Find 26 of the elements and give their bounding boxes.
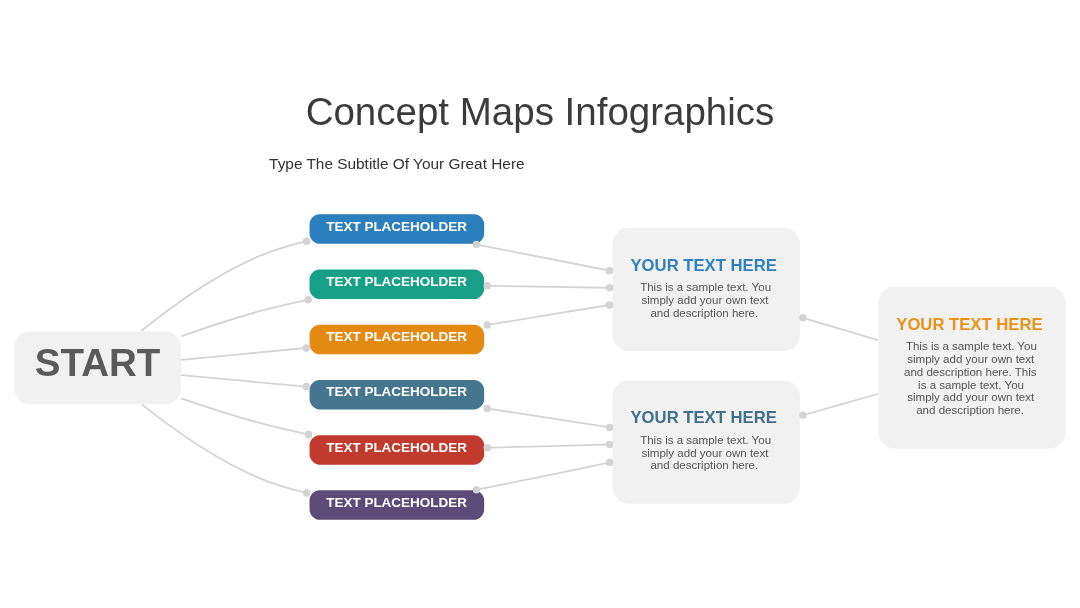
connector	[483, 404, 614, 431]
connector	[483, 300, 614, 329]
connector	[140, 237, 311, 332]
connector	[799, 313, 879, 341]
node-box: TEXT PLACEHOLDER	[309, 213, 485, 244]
connector	[180, 343, 310, 361]
connector	[180, 295, 312, 337]
connector	[472, 458, 614, 493]
label: Type The Subtitle Of Your Great Here	[269, 154, 525, 172]
node-box: TEXT PLACEHOLDER	[309, 379, 485, 409]
node-box: TEXT PLACEHOLDER	[309, 269, 485, 299]
node-box: YOUR TEXT HERE This is a sample text. You simply add your own text and description here.	[612, 380, 800, 504]
connector	[180, 397, 313, 438]
connector	[140, 403, 311, 497]
node-box: YOUR TEXT HERE This is a sample text. You simply add your own text and description here.	[612, 227, 800, 351]
node-box: YOUR TEXT HERE This is a sample text. You simply add your own text and description here. This is a sample text. You simply add your own text and description here.	[878, 286, 1066, 449]
connector	[483, 281, 614, 292]
connector	[472, 240, 614, 274]
connector	[799, 392, 879, 419]
node-box: TEXT PLACEHOLDER	[309, 434, 485, 465]
diagram-title: Concept Maps Infographics	[305, 89, 775, 133]
node-box: TEXT PLACEHOLDER	[309, 489, 485, 520]
connector	[180, 373, 310, 390]
node-box: START	[14, 330, 182, 404]
node-box: TEXT PLACEHOLDER	[309, 324, 485, 354]
connector	[483, 440, 614, 451]
